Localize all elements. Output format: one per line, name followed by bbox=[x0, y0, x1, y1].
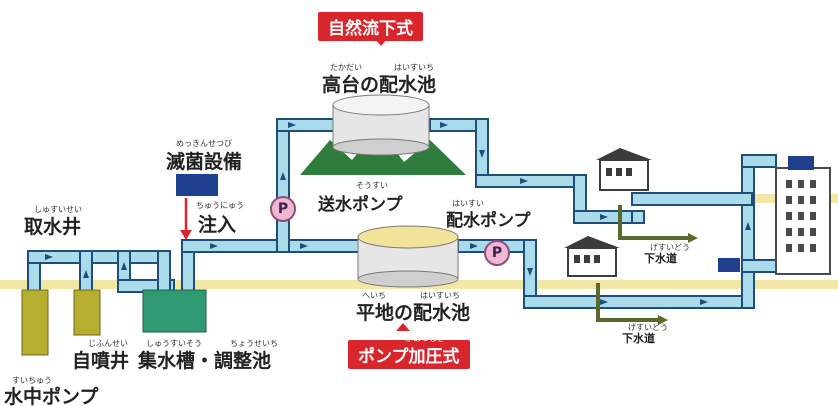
distribution-pump-icon: P bbox=[484, 240, 510, 266]
highland-reservoir-label: 高台の配水池 bbox=[322, 74, 437, 96]
injection-ruby: ちゅうにゅう bbox=[196, 201, 244, 210]
pump-pressure-badge-pointer bbox=[396, 323, 410, 331]
intake-well-ruby: しゅすいせい bbox=[34, 205, 82, 214]
house-lower bbox=[564, 236, 620, 277]
artesian-well-ruby: じふんせい bbox=[88, 339, 128, 348]
artesian-well-label: 自噴井 bbox=[72, 350, 130, 372]
injection-label: 注入 bbox=[198, 214, 237, 236]
pump-pressure-badge: ポンプ加圧式 bbox=[348, 340, 470, 369]
transmission-pump-ruby: そうすい bbox=[356, 181, 388, 190]
highland-ruby-left: たかだい bbox=[330, 63, 362, 72]
sewer-arrow-2 bbox=[658, 315, 668, 325]
natural-flow-badge-pointer bbox=[374, 38, 388, 46]
distribution-pump-label: 配水ポンプ bbox=[446, 211, 531, 231]
collection-tank-label: 集水槽・調整池 bbox=[138, 350, 272, 372]
sterilization-label: 滅菌設備 bbox=[166, 151, 243, 173]
flatland-reservoir-tank bbox=[357, 225, 459, 288]
house-upper bbox=[596, 148, 652, 191]
meter-box bbox=[718, 258, 740, 272]
building bbox=[775, 156, 831, 275]
sewer-pipes bbox=[596, 205, 690, 322]
collection-tank-ruby-left: しゅうすいそう bbox=[146, 339, 202, 348]
flatland-ruby-right: はいすいち bbox=[420, 291, 460, 300]
sewer-arrow-1 bbox=[688, 233, 698, 243]
sewer-1-ruby: げすいどう bbox=[650, 243, 690, 252]
injection-arrow-head bbox=[180, 230, 192, 240]
intake-well-label: 取水井 bbox=[24, 216, 82, 238]
submersible-pump-ruby: すいちゅう bbox=[12, 376, 52, 385]
sewer-2-label: 下水道 bbox=[622, 332, 655, 345]
transmission-pump-label: 送水ポンプ bbox=[318, 195, 403, 215]
submersible-pump-tank bbox=[21, 289, 49, 356]
sewer-2-ruby: げすいどう bbox=[628, 323, 668, 332]
highland-reservoir-tank bbox=[332, 94, 430, 156]
flow-arrows bbox=[45, 122, 751, 305]
pipe-network bbox=[27, 118, 777, 309]
natural-flow-badge: 自然流下式 bbox=[318, 12, 423, 41]
collection-tank-ruby-right: ちょうせいち bbox=[230, 339, 278, 348]
submersible-pump-label: 水中ポンプ bbox=[4, 386, 99, 406]
natural-flow-ruby: しぜんりゅうかしき bbox=[340, 4, 412, 13]
flatland-reservoir-label: 平地の配水池 bbox=[356, 302, 471, 324]
highland-ruby-right: はいすいち bbox=[394, 63, 434, 72]
sterilization-ruby: めっきんせつび bbox=[176, 139, 232, 148]
artesian-well-tank bbox=[73, 289, 101, 336]
distribution-pump-ruby: はいすい bbox=[452, 199, 484, 208]
flatland-ruby-left: へいち bbox=[362, 291, 386, 300]
pump-pressure-ruby: かあつしき bbox=[405, 334, 445, 343]
transmission-pump-icon: P bbox=[270, 196, 296, 222]
sterilizer-box bbox=[176, 174, 218, 196]
sewer-1-label: 下水道 bbox=[644, 252, 677, 265]
collection-tank bbox=[142, 289, 207, 333]
